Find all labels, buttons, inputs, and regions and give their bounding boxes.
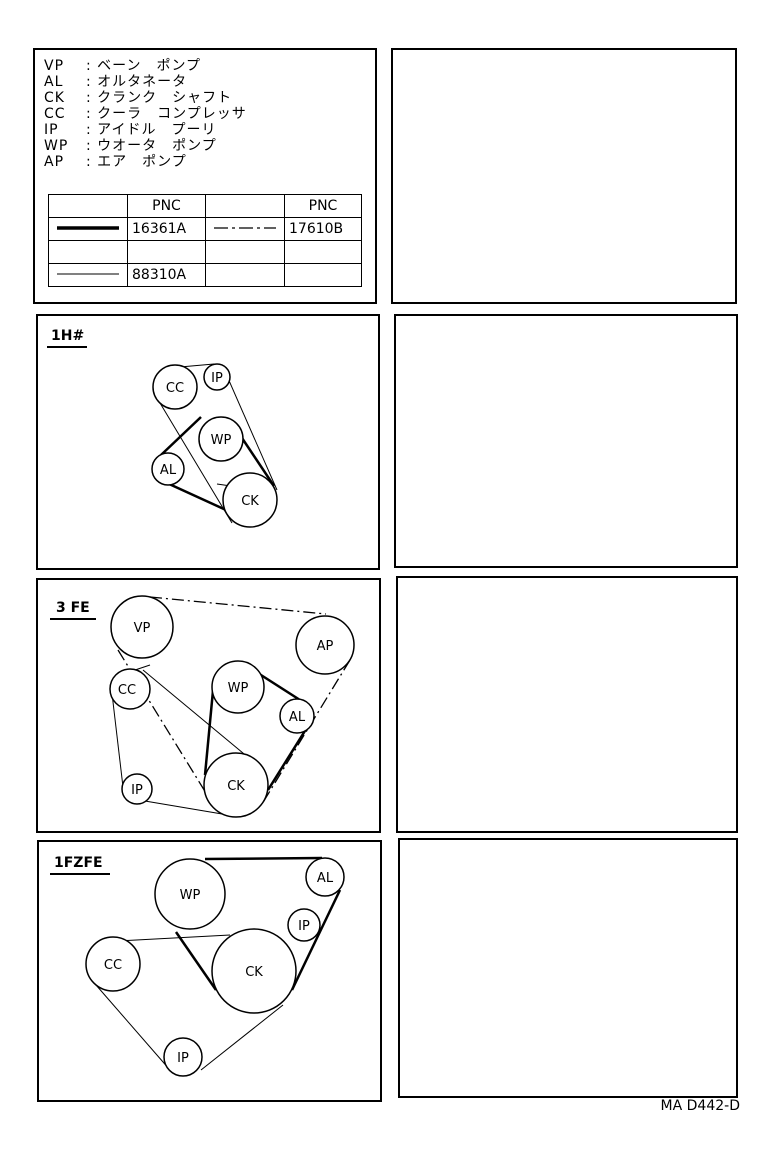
legend-code: CC bbox=[44, 106, 66, 122]
table-row: PNC PNC bbox=[48, 194, 362, 218]
pulley-label: CC bbox=[118, 683, 136, 698]
pulley-label: IP bbox=[177, 1051, 189, 1066]
legend-desc: クランク シャフト bbox=[97, 90, 233, 106]
pulley-al bbox=[151, 452, 185, 486]
pulley-ip bbox=[121, 773, 153, 805]
pulley-labels-1fzfe: WP AL IP CC CK IP bbox=[104, 871, 334, 1066]
legend-row-ck: CK: クランク シャフト bbox=[44, 90, 233, 106]
legend-code: CK bbox=[44, 90, 65, 106]
pulley-label: IP bbox=[131, 783, 143, 798]
legend-code: IP bbox=[44, 122, 59, 138]
diagram-title-3fe: 3 FE bbox=[56, 600, 90, 616]
pulley-ip bbox=[163, 1037, 203, 1077]
empty-panel-2 bbox=[394, 314, 738, 568]
pulley-cc bbox=[152, 364, 198, 410]
empty-panel-3 bbox=[396, 576, 738, 833]
pulley-label: CK bbox=[227, 779, 245, 794]
pulley-wp bbox=[154, 858, 226, 930]
pulley-label: WP bbox=[211, 433, 232, 448]
table-row bbox=[48, 240, 362, 264]
pulley-cc bbox=[85, 936, 141, 992]
legend-desc: ベーン ポンプ bbox=[97, 58, 202, 74]
empty-panel-4 bbox=[398, 838, 738, 1098]
legend-desc: アイドル プーリ bbox=[97, 122, 217, 138]
title-underline bbox=[50, 618, 96, 620]
table-row: 16361A 17610B bbox=[48, 217, 362, 241]
legend-row-ip: IP: アイドル プーリ bbox=[44, 122, 217, 138]
pnc-value bbox=[284, 263, 362, 287]
diagram-title-1h: 1H# bbox=[51, 328, 85, 344]
title-underline bbox=[47, 346, 87, 348]
pnc-value: 16361A bbox=[127, 217, 206, 241]
pulley-wp bbox=[211, 660, 265, 714]
legend-row-cc: CC: クーラ コンプレッサ bbox=[44, 106, 247, 122]
pulley-label: CC bbox=[166, 381, 184, 396]
legend-code: WP bbox=[44, 138, 69, 154]
legend-desc: ウオータ ポンプ bbox=[97, 138, 217, 154]
legend-desc: クーラ コンプレッサ bbox=[97, 106, 247, 122]
pulley-label: WP bbox=[180, 888, 201, 903]
belt-diagram-1h bbox=[151, 363, 278, 528]
legend-code: AP bbox=[44, 154, 65, 170]
pulley-label: IP bbox=[298, 919, 310, 934]
pulley-wp bbox=[198, 416, 244, 462]
pnc-table: PNC PNC 16361A 17610B 88310A bbox=[48, 194, 362, 287]
pulley-labels-3fe: VP AP CC WP AL IP CK bbox=[118, 621, 334, 798]
pulley-ip bbox=[287, 908, 321, 942]
pulley-labels-1h: CC IP WP AL CK bbox=[160, 371, 259, 509]
pulley-label: AL bbox=[289, 710, 306, 725]
pulley-al bbox=[305, 857, 345, 897]
legend-row-wp: WP: ウオータ ポンプ bbox=[44, 138, 217, 154]
pulley-ck bbox=[211, 928, 297, 1014]
pulley-label: AL bbox=[317, 871, 334, 886]
legend-row-al: AL: オルタネータ bbox=[44, 74, 188, 90]
pulley-ck bbox=[222, 472, 278, 528]
legend-code: VP bbox=[44, 58, 65, 74]
pulley-label: CK bbox=[245, 965, 263, 980]
pulley-cc bbox=[109, 668, 151, 710]
pulley-al bbox=[279, 698, 315, 734]
legend-desc: オルタネータ bbox=[97, 74, 188, 90]
pulley-ck bbox=[203, 752, 269, 818]
legend-code: AL bbox=[44, 74, 64, 90]
pulley-label: AL bbox=[160, 463, 177, 478]
pulley-label: IP bbox=[211, 371, 223, 386]
pulley-label: CK bbox=[241, 494, 259, 509]
pulley-label: AP bbox=[317, 639, 334, 654]
title-underline bbox=[50, 873, 110, 875]
legend-row-vp: VP: ベーン ポンプ bbox=[44, 58, 202, 74]
legend-desc: エア ポンプ bbox=[97, 154, 187, 170]
drawing-code: MA D442-D bbox=[660, 1098, 740, 1114]
pulley-vp bbox=[110, 595, 174, 659]
pulley-ap bbox=[295, 615, 355, 675]
legend-row-ap: AP: エア ポンプ bbox=[44, 154, 187, 170]
pulley-ip bbox=[203, 363, 231, 391]
thin-solid-line-sample bbox=[48, 263, 128, 287]
diagram-title-1fzfe: 1FZFE bbox=[54, 855, 103, 871]
table-row: 88310A bbox=[48, 263, 362, 287]
pulley-label: CC bbox=[104, 958, 122, 973]
pnc-header: PNC bbox=[284, 194, 362, 218]
belt-diagram-1fzfe bbox=[85, 856, 345, 1077]
pulley-label: VP bbox=[134, 621, 151, 636]
belt-diagram-3fe bbox=[109, 595, 355, 818]
empty-panel-1 bbox=[391, 48, 737, 304]
pnc-value: 88310A bbox=[127, 263, 206, 287]
dash-dot-line-sample bbox=[205, 217, 285, 241]
empty-cell bbox=[205, 263, 285, 287]
pnc-value: 17610B bbox=[284, 217, 362, 241]
pulley-label: WP bbox=[228, 681, 249, 696]
